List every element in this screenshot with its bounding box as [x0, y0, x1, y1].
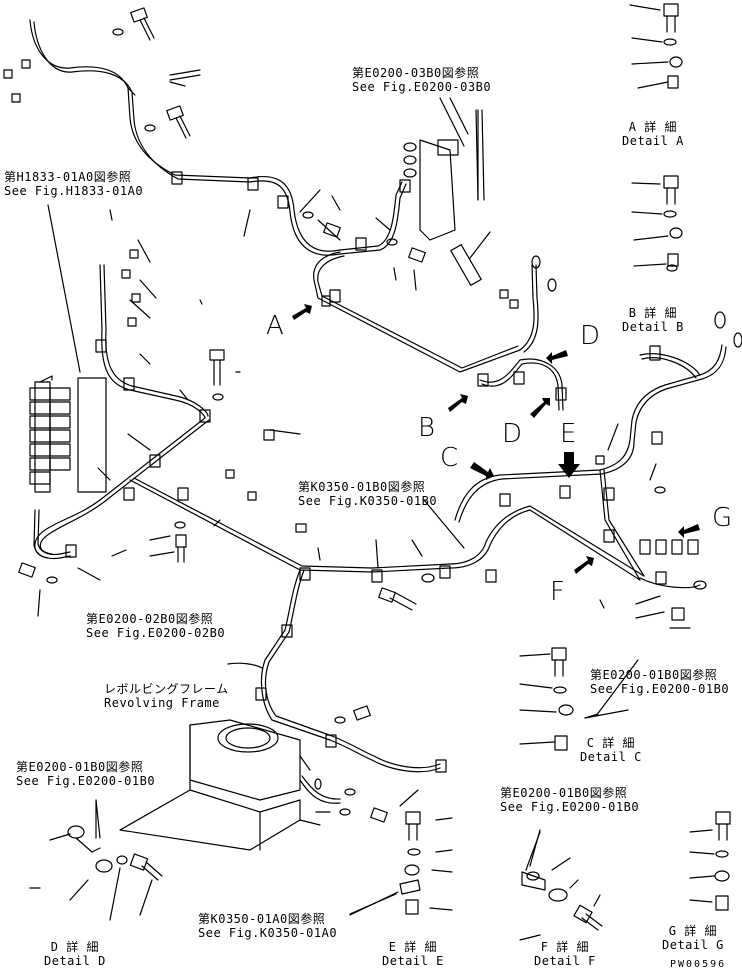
ref-e0200-02b0-jp: 第E0200-02B0図参照 — [86, 612, 214, 626]
ref-e0200-01b0-c-en: See Fig.E0200-01B0 — [590, 682, 730, 696]
view-letter-f: F — [550, 577, 565, 607]
detail-c-caption-jp: C 詳 細 — [586, 736, 635, 750]
detail-b-parts — [631, 175, 683, 272]
view-arrow-d-upper — [546, 350, 568, 364]
ref-k0350-01a0-en: See Fig.K0350-01A0 — [198, 926, 338, 940]
junction-bracket — [419, 109, 485, 241]
detail-a-parts — [629, 3, 683, 89]
view-letter-b: B — [418, 413, 436, 443]
ref-e0200-01b0-f: 第E0200-01B0図参照 See Fig.E0200-01B0 — [500, 786, 639, 814]
ref-e0200-01b0-c: 第E0200-01B0図参照 See Fig.E0200-01B0 — [590, 668, 729, 696]
view-arrow-b — [448, 394, 468, 412]
detail-f-caption-jp: F 詳 細 — [540, 940, 589, 954]
detail-a-caption-jp: A 詳 細 — [628, 120, 677, 134]
detail-f-caption: F 詳 細 Detail F — [534, 940, 596, 968]
detail-d-parts — [29, 799, 163, 921]
ref-e0200-02b0: 第E0200-02B0図参照 See Fig.E0200-02B0 — [86, 612, 225, 640]
view-arrow-f — [574, 556, 594, 574]
revolving-frame-label-en: Revolving Frame — [104, 696, 220, 710]
detail-c-caption-en: Detail C — [580, 750, 642, 764]
ref-e0200-01b0-c-jp: 第E0200-01B0図参照 — [590, 668, 718, 682]
ref-k0350-01b0-en: See Fig.K0350-01B0 — [298, 494, 438, 508]
detail-b-caption-en: Detail B — [622, 320, 684, 334]
view-arrows — [292, 304, 700, 574]
revolving-frame-label-jp: レボルビングフレーム — [104, 682, 229, 696]
view-arrow-d-lower — [530, 398, 550, 418]
detail-e-caption-jp: E 詳 細 — [388, 940, 437, 954]
ref-e0200-01b0-f-en: See Fig.E0200-01B0 — [500, 800, 640, 814]
detail-e-parts — [349, 811, 453, 916]
ref-e0200-03b0-en: See Fig.E0200-03B0 — [352, 80, 492, 94]
ref-e0200-01b0-d-en: See Fig.E0200-01B0 — [16, 774, 156, 788]
revolving-frame-label: レボルビングフレーム Revolving Frame — [104, 682, 229, 710]
detail-c-parts — [519, 647, 629, 751]
detail-f-parts — [519, 829, 603, 941]
view-arrow-a — [292, 304, 312, 320]
harness-connectors — [3, 59, 742, 796]
drawing-code: PW00596 — [670, 959, 727, 970]
view-letter-g: G — [712, 503, 733, 533]
detail-d-caption: D 詳 細 Detail D — [44, 940, 106, 968]
ref-k0350-01a0-jp: 第K0350-01A0図参照 — [198, 912, 326, 926]
ref-h1833-01a0: 第H1833-01A0図参照 See Fig.H1833-01A0 — [4, 170, 143, 198]
ref-e0200-01b0-d-jp: 第E0200-01B0図参照 — [16, 760, 144, 774]
view-arrow-c — [470, 462, 494, 480]
ref-e0200-01b0-f-jp: 第E0200-01B0図参照 — [500, 786, 628, 800]
detail-e-caption: E 詳 細 Detail E — [382, 940, 444, 968]
ref-k0350-01b0-jp: 第K0350-01B0図参照 — [298, 480, 426, 494]
detail-f-caption-en: Detail F — [534, 954, 596, 968]
ref-k0350-01a0: 第K0350-01A0図参照 See Fig.K0350-01A0 — [198, 912, 337, 940]
ref-e0200-03b0-jp: 第E0200-03B0図参照 — [352, 66, 480, 80]
fuse-stack — [29, 387, 71, 485]
part-leader-ticks — [37, 81, 691, 813]
view-arrow-g — [678, 524, 700, 538]
view-letter-d-lower: D — [502, 419, 523, 449]
view-letter-d-upper: D — [580, 321, 601, 351]
fuse-block-left — [29, 375, 107, 493]
harness-clamps — [65, 171, 667, 748]
ref-h1833-01a0-jp: 第H1833-01A0図参照 — [4, 170, 132, 184]
view-letter-a: A — [266, 311, 284, 341]
detail-a-caption: A 詳 細 Detail A — [622, 120, 684, 148]
detail-e-caption-en: Detail E — [382, 954, 444, 968]
detail-c-caption: C 詳 細 Detail C — [580, 736, 642, 764]
detail-g-parts — [689, 811, 731, 911]
main-fasteners — [18, 7, 707, 823]
detail-g-caption-en: Detail G — [662, 938, 724, 952]
detail-g-caption-jp: G 詳 細 — [668, 924, 717, 938]
detail-a-caption-en: Detail A — [622, 134, 684, 148]
ref-e0200-01b0-d: 第E0200-01B0図参照 See Fig.E0200-01B0 — [16, 760, 155, 788]
detail-d-caption-en: Detail D — [44, 954, 106, 968]
ref-h1833-01a0-en: See Fig.H1833-01A0 — [4, 184, 144, 198]
ref-k0350-01b0: 第K0350-01B0図参照 See Fig.K0350-01B0 — [298, 480, 437, 508]
detail-b-caption-jp: B 詳 細 — [628, 306, 677, 320]
view-arrow-e — [558, 452, 580, 478]
detail-d-caption-jp: D 詳 細 — [50, 940, 99, 954]
detail-g-caption: G 詳 細 Detail G — [662, 924, 724, 952]
ref-e0200-03b0: 第E0200-03B0図参照 See Fig.E0200-03B0 — [352, 66, 491, 94]
view-letter-e: E — [560, 419, 577, 449]
reference-leaders — [47, 97, 639, 915]
view-letter-c: C — [440, 443, 459, 473]
detail-b-caption: B 詳 細 Detail B — [622, 306, 684, 334]
ref-e0200-02b0-en: See Fig.E0200-02B0 — [86, 626, 226, 640]
revolving-frame-body — [119, 719, 321, 851]
